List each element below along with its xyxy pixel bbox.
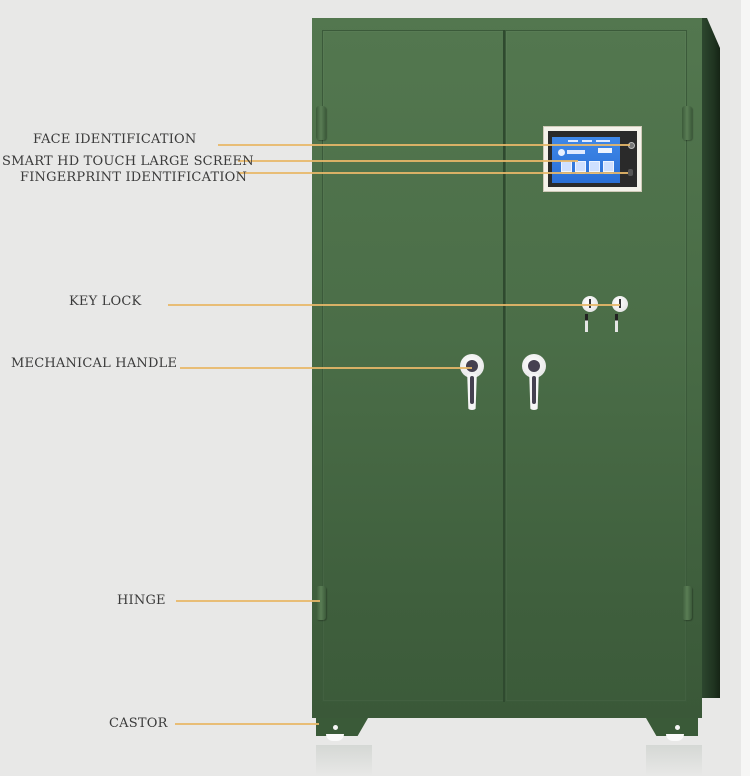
right-edge-strip: [741, 0, 750, 776]
hinge-icon-bottom-left: [316, 586, 326, 620]
floor-reflection-right: [646, 745, 702, 776]
screen-title: [567, 150, 585, 154]
cabinet-side-panel: [700, 18, 720, 698]
label-smart-hd-touch-screen: SMART HD TOUCH LARGE SCREEN: [2, 154, 254, 169]
leader-line-screen: [238, 160, 578, 162]
leader-line-handle: [180, 367, 472, 369]
door-seam: [503, 30, 505, 702]
castor-wheel-icon: [666, 734, 684, 741]
castor-foot-right: [646, 718, 698, 736]
hinge-icon-top-right: [682, 106, 692, 140]
label-key-lock: KEY LOCK: [69, 294, 142, 309]
screen-tile-icon: [589, 161, 600, 172]
leader-line-castor: [175, 723, 319, 725]
castor-foot-left: [316, 718, 368, 736]
screen-clock: [598, 148, 612, 153]
key-icon: [615, 314, 618, 332]
leader-line-hinge: [176, 600, 320, 602]
label-face-identification: FACE IDENTIFICATION: [33, 132, 197, 147]
floor-reflection-left: [316, 745, 372, 776]
screen-tile-icon: [561, 161, 572, 172]
screen-tab: [582, 140, 592, 142]
label-hinge: HINGE: [117, 593, 166, 608]
screen-bezel: [548, 131, 637, 187]
label-fingerprint-identification: FINGERPRINT IDENTIFICATION: [20, 170, 248, 185]
fingerprint-sensor-icon: [628, 169, 633, 176]
leader-line-keylock: [168, 304, 620, 306]
screen-tile-icon: [603, 161, 614, 172]
leader-line-face: [218, 144, 630, 146]
hinge-icon-top-left: [316, 106, 326, 140]
castor-wheel-icon: [326, 734, 344, 741]
label-mechanical-handle: MECHANICAL HANDLE: [11, 356, 178, 371]
key-icon: [585, 314, 588, 332]
screen-logo-icon: [558, 149, 565, 156]
label-castor: CASTOR: [109, 716, 168, 731]
handle-lever-icon-left: [467, 374, 477, 410]
handle-lever-icon-right: [529, 374, 539, 410]
touch-screen-panel: [543, 126, 642, 192]
screen-tab: [568, 140, 578, 142]
castor-bolt-icon: [333, 725, 338, 730]
leader-line-fingerprint: [238, 172, 628, 174]
screen-tab: [596, 140, 610, 142]
castor-bolt-icon: [675, 725, 680, 730]
screen-tile-icon: [575, 161, 586, 172]
hinge-icon-bottom-right: [682, 586, 692, 620]
key-lock-icon-right: [612, 296, 628, 312]
